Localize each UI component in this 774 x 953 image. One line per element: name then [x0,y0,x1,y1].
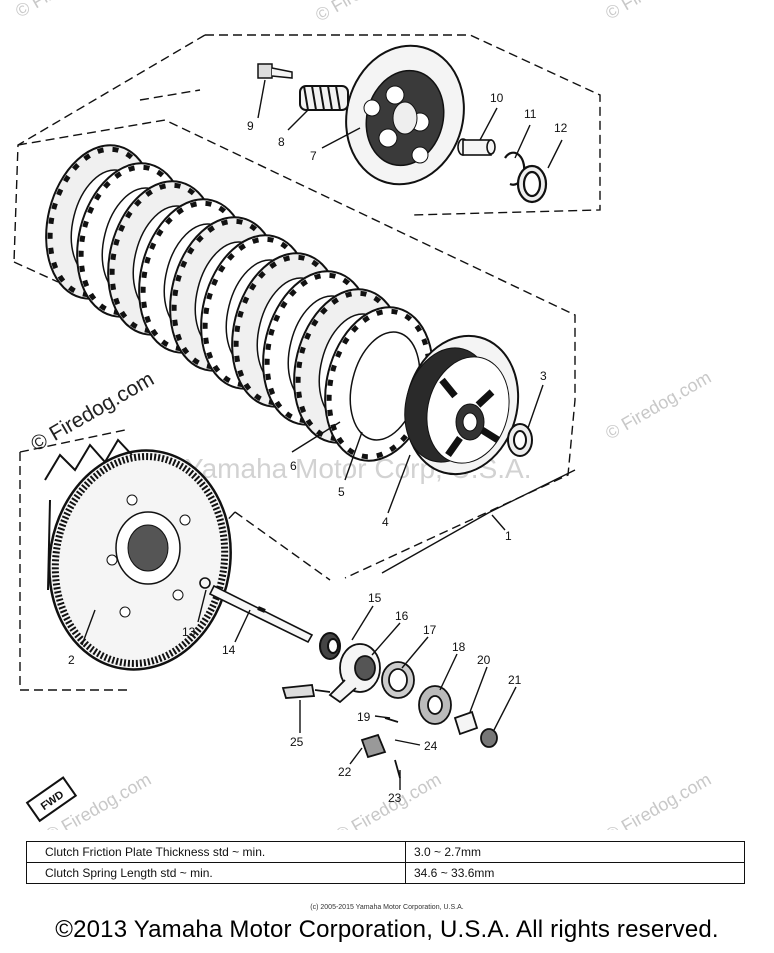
bolt [257,63,293,79]
watermark-firedog: © Firedog.com [12,0,124,21]
watermark-firedog: © Firedog.com [602,769,714,830]
spec-table: Clutch Friction Plate Thickness std ~ mi… [26,841,745,884]
watermark-firedog-dark: © Firedog.com [27,367,158,456]
callout-6: 6 [290,459,297,473]
callout-12: 12 [554,121,568,135]
callout-22: 22 [338,765,352,779]
clutch-plate-stack [45,144,434,462]
callout-8: 8 [278,135,285,149]
callout-5: 5 [338,485,345,499]
callout-19: 19 [357,710,371,724]
table-row: Clutch Friction Plate Thickness std ~ mi… [26,841,745,863]
small-copyright: (c) 2005-2015 Yamaha Motor Corporation, … [310,904,464,911]
spec-label: Clutch Friction Plate Thickness std ~ mi… [26,841,406,863]
callout-9: 9 [247,119,254,133]
release-mechanism [281,643,498,779]
callout-16: 16 [395,609,409,623]
callout-11: 11 [524,107,537,121]
watermark-firedog: © Firedog.com [312,0,424,25]
callout-13: 13 [182,625,196,639]
push-rod-end [457,138,496,156]
clutch-spring [299,85,349,111]
callout-2: 2 [68,653,75,667]
clutch-boss [404,334,520,476]
push-rod-assembly [199,577,314,644]
spec-value: 34.6 ~ 33.6mm [405,862,745,884]
footer-copyright: ©2013 Yamaha Motor Corporation, U.S.A. A… [55,916,719,943]
bearing [319,632,341,660]
callout-1: 1 [505,529,512,543]
callout-18: 18 [452,640,466,654]
callout-23: 23 [388,791,402,805]
spec-value: 3.0 ~ 2.7mm [405,841,745,863]
thrust-washer [507,423,533,457]
callout-4: 4 [382,515,389,529]
callout-14: 14 [222,643,236,657]
callout-3: 3 [540,369,547,383]
watermark-firedog: © Firedog.com [602,0,714,23]
callout-21: 21 [508,673,522,687]
callout-20: 20 [477,653,491,667]
spec-label: Clutch Spring Length std ~ min. [26,862,406,884]
callout-24: 24 [424,739,438,753]
pressure-plate [345,44,465,186]
callout-17: 17 [423,623,437,637]
washer [516,164,548,204]
callout-7: 7 [310,149,317,163]
table-row: Clutch Spring Length std ~ min. 34.6 ~ 3… [26,862,745,884]
leader-lines [81,79,576,790]
callout-10: 10 [490,91,504,105]
exploded-parts-diagram: © Firedog.com © Firedog.com © Firedog.co… [12,0,714,830]
watermark-firedog: © Firedog.com [602,367,714,443]
clutch-housing-gear [44,438,232,671]
callout-25: 25 [290,735,304,749]
circlip [504,151,526,186]
callout-15: 15 [368,591,382,605]
callout-labels: 1 2 3 4 5 6 7 8 9 10 11 12 13 14 15 16 1… [68,91,568,805]
